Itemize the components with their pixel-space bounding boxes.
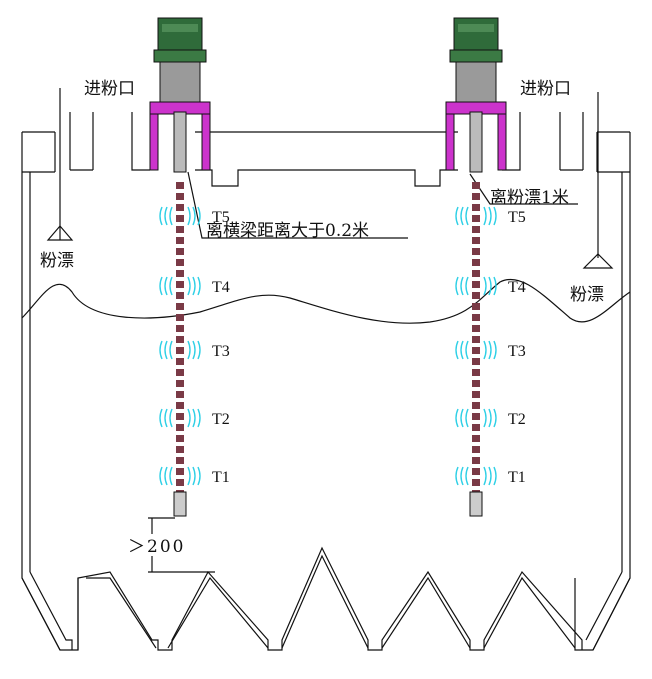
sensor-wave-icon <box>164 466 168 486</box>
sensor-wave-icon <box>460 206 464 226</box>
inlet-right-structure <box>502 112 584 171</box>
sensor-wave-icon <box>192 408 196 428</box>
probe-right <box>445 17 507 173</box>
cable-left-end <box>173 491 187 517</box>
sensor-wave-icon <box>159 276 163 296</box>
sensor-wave-icon <box>493 408 497 428</box>
sensor-wave-icon <box>483 206 487 226</box>
sensor-wave-icon <box>460 340 464 360</box>
sensor-wave-icon <box>460 408 464 428</box>
hopper-inner <box>86 554 576 649</box>
sensor-wave-icon <box>455 206 459 226</box>
hopper-bottom <box>21 546 631 651</box>
sensor-wave-icon <box>465 340 469 360</box>
inlet-right-label: 进粉口 <box>520 79 571 99</box>
sensor-wave-icon <box>488 408 492 428</box>
inlet-left-structure <box>69 112 150 171</box>
sensor-wave-icon <box>159 340 163 360</box>
sensor-label: T4 <box>508 279 526 296</box>
silo-outer-wall <box>21 132 631 651</box>
sensor-wave-icon <box>197 408 201 428</box>
roof-left <box>22 131 56 173</box>
sensor-wave-icon <box>460 466 464 486</box>
sensor-wave-icon <box>187 276 191 296</box>
sensor-wave-icon <box>493 206 497 226</box>
clearance-label: ＞200 <box>128 537 185 557</box>
sensor-wave-icon <box>488 340 492 360</box>
inlet-left-label: 进粉口 <box>84 79 135 99</box>
probe-left <box>149 17 211 173</box>
sensor-wave-icon <box>197 276 201 296</box>
sensor-label: T5 <box>212 209 230 226</box>
sensor-wave-icon <box>187 340 191 360</box>
leader-left <box>187 171 408 239</box>
sensor-wave-icon <box>455 408 459 428</box>
sensor-wave-icon <box>197 206 201 226</box>
cable-right-end <box>469 491 483 517</box>
sensor-wave-icon <box>159 206 163 226</box>
sensor-wave-icon <box>164 276 168 296</box>
sensor-label: T1 <box>212 469 230 486</box>
material-surface <box>21 278 631 324</box>
sensor-wave-icon <box>465 206 469 226</box>
float-right-label: 粉漂 <box>570 285 604 305</box>
sensor-wave-icon <box>483 466 487 486</box>
sensor-label: T1 <box>508 469 526 486</box>
sensor-label: T3 <box>508 343 526 360</box>
sensor-wave-icon <box>192 340 196 360</box>
sensor-wave-icon <box>169 340 173 360</box>
sensor-wave-icon <box>164 206 168 226</box>
sensor-wave-icon <box>483 408 487 428</box>
sensor-wave-icon <box>483 276 487 296</box>
sensor-wave-icon <box>169 206 173 226</box>
sensor-wave-icon <box>164 408 168 428</box>
sensor-wave-icon <box>192 466 196 486</box>
sensor-wave-icon <box>488 466 492 486</box>
sensor-label: T2 <box>508 411 526 428</box>
sensor-wave-icon <box>164 340 168 360</box>
sensor-label: T5 <box>508 209 526 226</box>
sensor-wave-icon <box>187 408 191 428</box>
sensor-wave-icon <box>488 206 492 226</box>
sensor-wave-icon <box>159 408 163 428</box>
silo-inner-wall <box>29 172 623 572</box>
sensor-wave-icon <box>455 340 459 360</box>
sensor-label: T2 <box>212 411 230 428</box>
cross-beam <box>195 131 458 187</box>
note-right-label: 离粉漂1米 <box>490 188 569 208</box>
sensor-wave-icon <box>159 466 163 486</box>
sensor-wave-icon <box>483 340 487 360</box>
sensor-wave-icon <box>169 408 173 428</box>
sensor-wave-icon <box>455 466 459 486</box>
sensor-label: T4 <box>212 279 230 296</box>
sensor-wave-icon <box>493 340 497 360</box>
sensor-wave-icon <box>493 466 497 486</box>
sensor-wave-icon <box>192 206 196 226</box>
sensor-wave-icon <box>169 466 173 486</box>
dimension-lines <box>148 517 215 573</box>
float-left-label: 粉漂 <box>40 251 74 271</box>
note-left-label: 离横梁距离大于0.2米 <box>206 221 369 241</box>
sensor-wave-icon <box>192 276 196 296</box>
float-right-triangle <box>582 253 614 269</box>
sensor-wave-icon <box>455 276 459 296</box>
sensor-wave-icon <box>465 408 469 428</box>
sensor-wave-icon <box>465 276 469 296</box>
sensor-wave-icon <box>169 276 173 296</box>
sensor-label: T3 <box>212 343 230 360</box>
sensor-wave-icon <box>197 340 201 360</box>
sensor-wave-icon <box>197 466 201 486</box>
sensor-wave-icon <box>460 276 464 296</box>
sensor-wave-icon <box>488 276 492 296</box>
sensor-wave-icon <box>493 276 497 296</box>
sensor-wave-icon <box>187 466 191 486</box>
sensor-wave-icon <box>465 466 469 486</box>
float-left-triangle <box>46 225 74 241</box>
sensor-wave-icon <box>187 206 191 226</box>
roof-right <box>596 131 630 173</box>
